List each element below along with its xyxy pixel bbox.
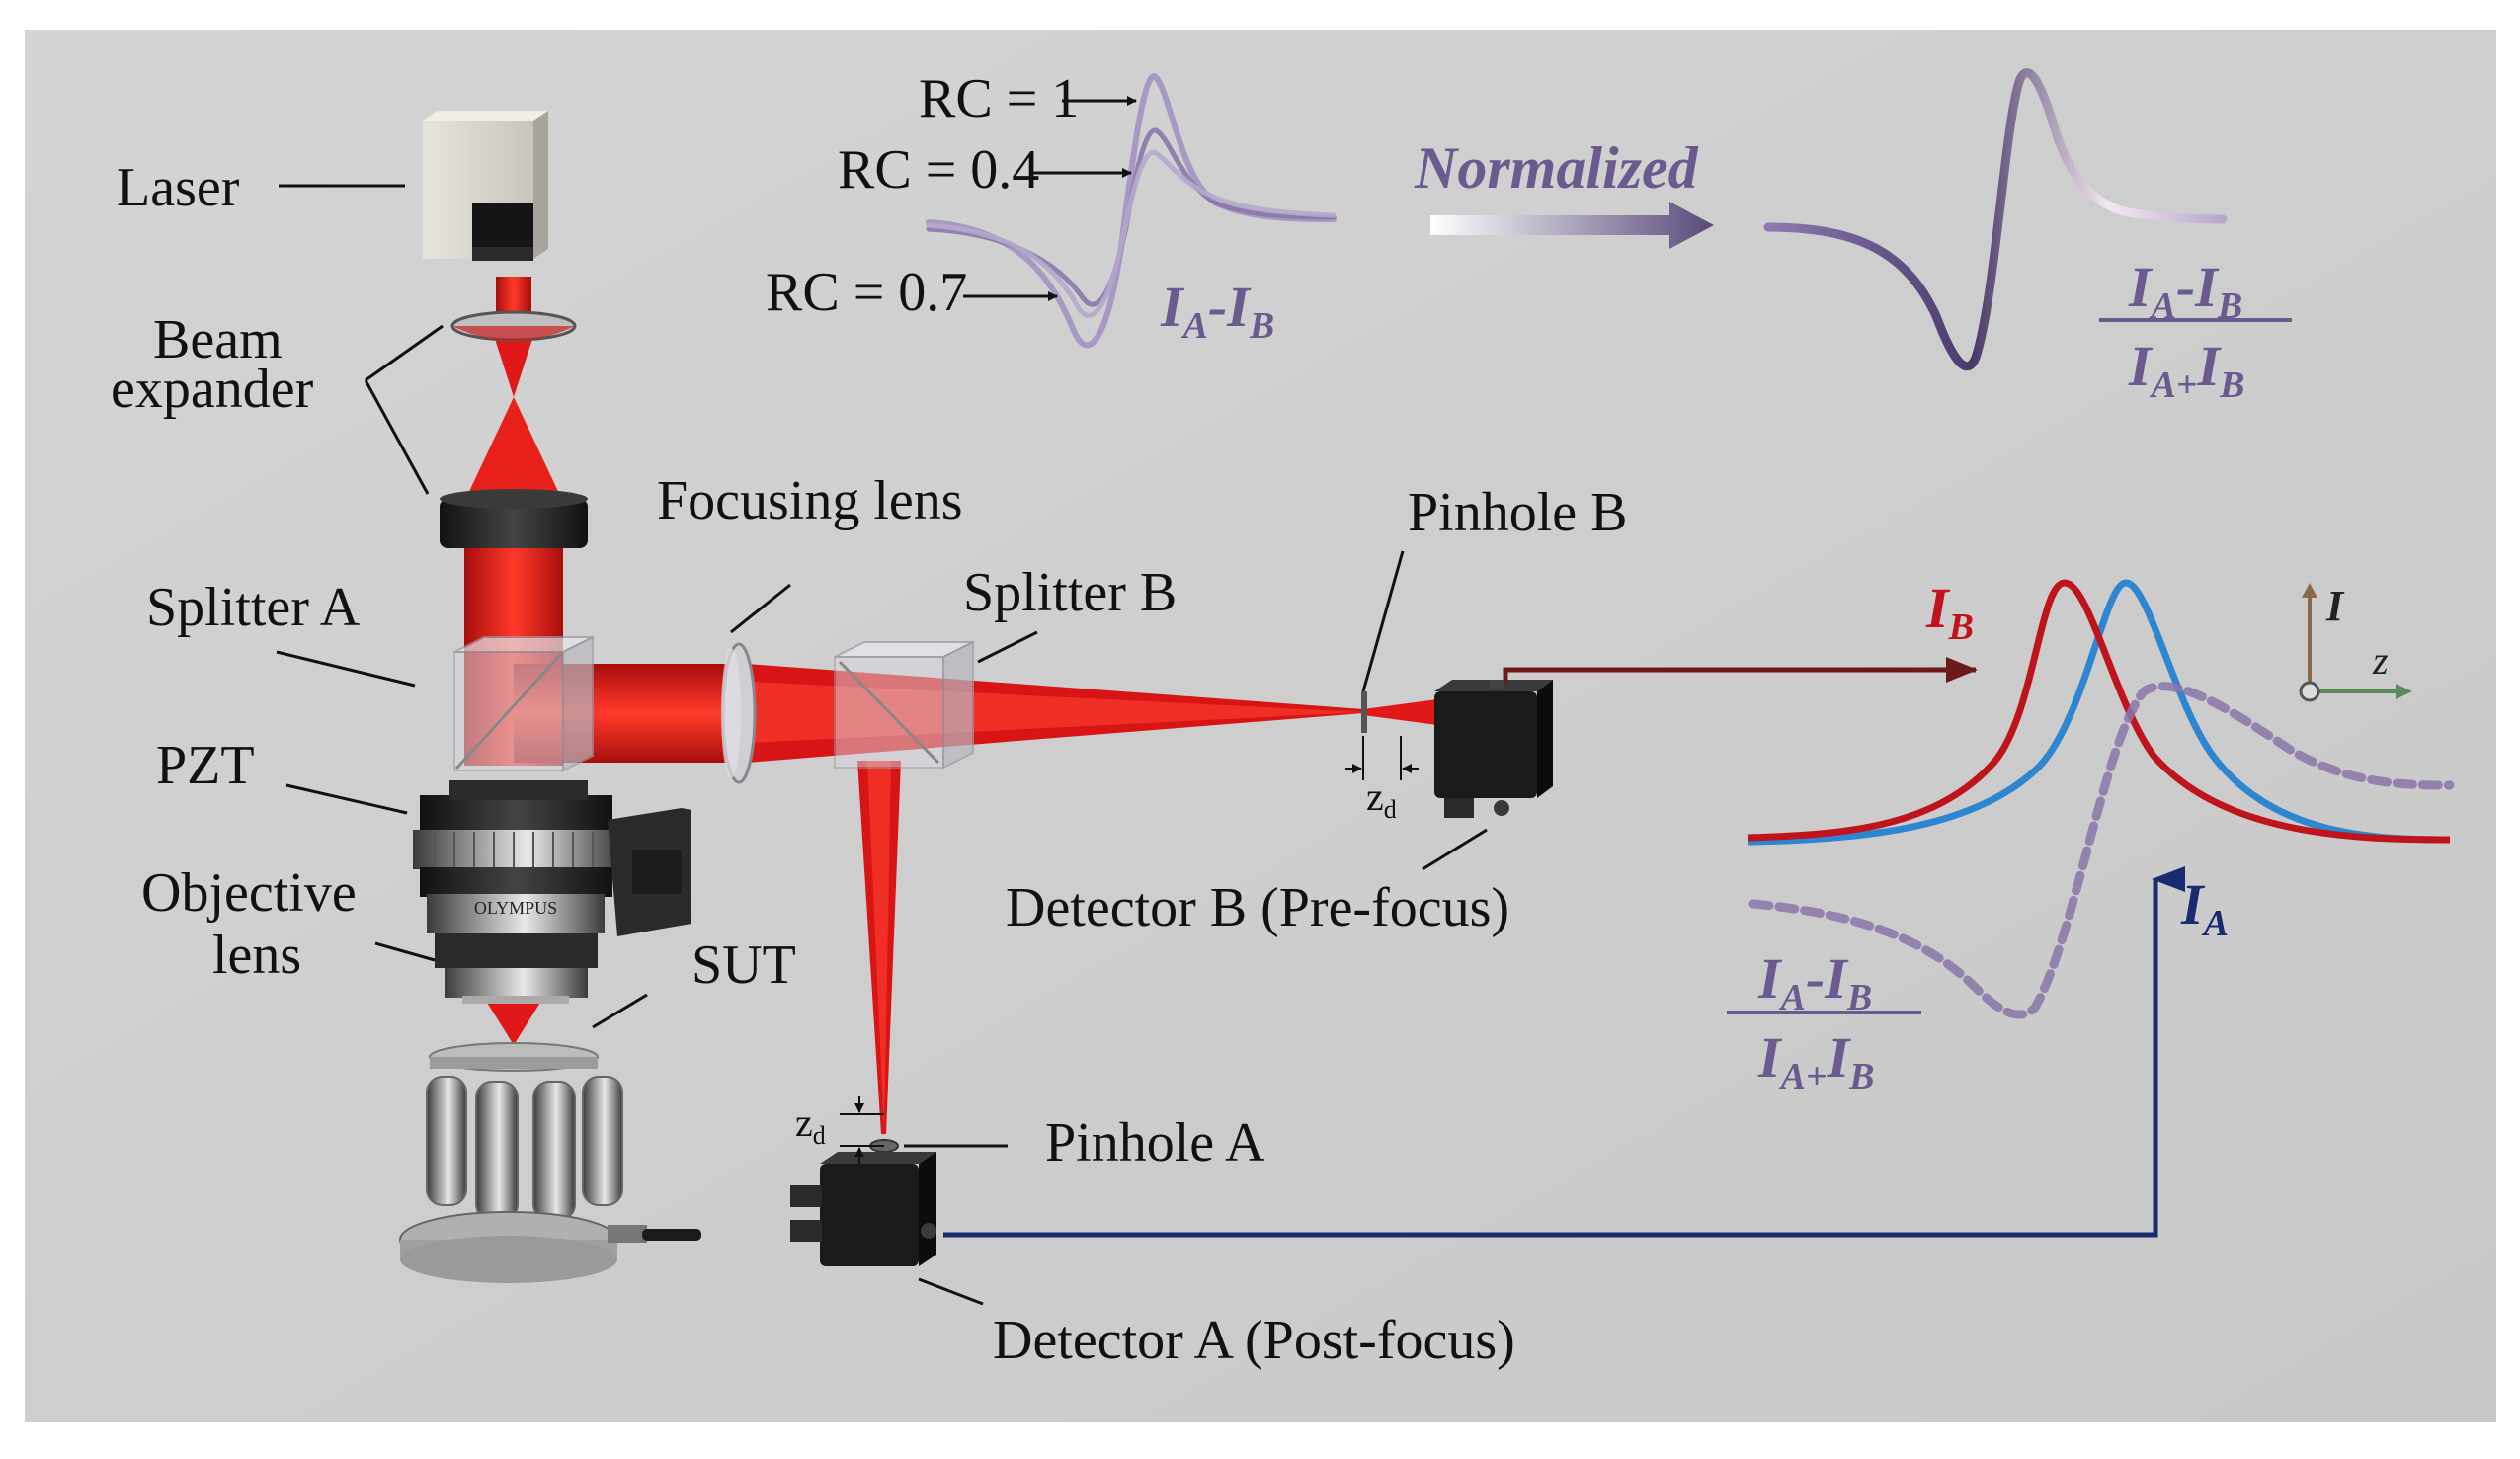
label-normalized: Normalized bbox=[1414, 135, 1699, 201]
label-pinhole-b: Pinhole B bbox=[1408, 482, 1627, 543]
normalized-arrow bbox=[1430, 202, 1714, 249]
focusing-lens bbox=[721, 642, 757, 784]
label-rc-04: RC = 0.4 bbox=[838, 139, 1039, 201]
curve-ia bbox=[1748, 579, 2451, 846]
label-detector-a: Detector A (Post-focus) bbox=[993, 1310, 1515, 1371]
svg-text:IA+IB: IA+IB bbox=[2128, 334, 2245, 406]
right-intensity-plot: I z IB IA IA-IB IA+IB bbox=[1727, 576, 2455, 1097]
ia-signal-line bbox=[943, 866, 2185, 1238]
label-ia-minus-ib-top: IA-IB bbox=[1160, 275, 1274, 347]
label-objective-2: lens bbox=[212, 925, 301, 986]
label-objective-1: Objective bbox=[141, 862, 357, 924]
beam-expander-lens-2 bbox=[440, 489, 588, 548]
splitter-a-cube bbox=[453, 635, 594, 772]
label-pzt: PZT bbox=[156, 735, 255, 796]
label-beam-expander-2: expander bbox=[111, 359, 314, 420]
label-splitter-a: Splitter A bbox=[146, 577, 361, 638]
label-ia: IA bbox=[2180, 872, 2229, 944]
label-normalized-fraction-right: IA-IB IA+IB bbox=[1727, 946, 1921, 1097]
label-rc-07: RC = 0.7 bbox=[766, 262, 967, 323]
label-rc-1: RC = 1 bbox=[919, 68, 1079, 129]
label-axis-z: z bbox=[2372, 638, 2389, 683]
label-laser: Laser bbox=[117, 157, 240, 218]
label-splitter-b: Splitter B bbox=[963, 562, 1177, 623]
objective-brand: OLYMPUS bbox=[474, 898, 557, 918]
splitter-b-cube bbox=[834, 640, 974, 770]
label-axis-i: I bbox=[2325, 582, 2345, 630]
label-normalized-fraction-top: IA-IB IA+IB bbox=[2099, 255, 2292, 406]
curve-rc-07 bbox=[926, 149, 1337, 318]
label-zd-a: zd bbox=[795, 1100, 826, 1150]
detector-a bbox=[790, 1152, 936, 1266]
label-sut: SUT bbox=[691, 934, 796, 996]
objective-lens: OLYMPUS bbox=[427, 894, 605, 1004]
axis-indicator: I z bbox=[2299, 582, 2412, 702]
pinhole-b bbox=[1361, 691, 1367, 733]
detector-b bbox=[1434, 680, 1553, 818]
label-ib: IB bbox=[1925, 576, 1974, 648]
curve-rc-04 bbox=[926, 127, 1337, 307]
label-focusing-lens: Focusing lens bbox=[657, 470, 963, 531]
curve-normalized-dashed bbox=[1748, 682, 2455, 1019]
curve-normalized-top bbox=[1763, 68, 2228, 371]
leader-lines bbox=[276, 184, 1488, 1306]
label-beam-expander-1: Beam bbox=[153, 309, 283, 370]
svg-text:IA-IB: IA-IB bbox=[1757, 946, 1872, 1018]
curve-ib bbox=[1748, 579, 2451, 844]
svg-text:IA-IB: IA-IB bbox=[2128, 255, 2242, 327]
label-detector-b: Detector B (Pre-focus) bbox=[1006, 877, 1509, 938]
top-rc-plot: RC = 1 RC = 0.4 RC = 0.7 IA-IB Normalize… bbox=[766, 68, 2292, 406]
pzt-stage bbox=[413, 780, 691, 936]
label-zd-b: zd bbox=[1366, 774, 1397, 824]
sut-hexapod-stage bbox=[399, 1042, 701, 1283]
zd-marker-a bbox=[840, 1096, 884, 1164]
svg-text:IA+IB: IA+IB bbox=[1757, 1025, 1875, 1097]
label-pinhole-a: Pinhole A bbox=[1045, 1112, 1265, 1174]
laser-source bbox=[423, 111, 548, 261]
ib-signal-line bbox=[1503, 657, 1978, 683]
zd-marker-b bbox=[1345, 736, 1419, 780]
beam-expander-lens-1 bbox=[450, 310, 577, 342]
